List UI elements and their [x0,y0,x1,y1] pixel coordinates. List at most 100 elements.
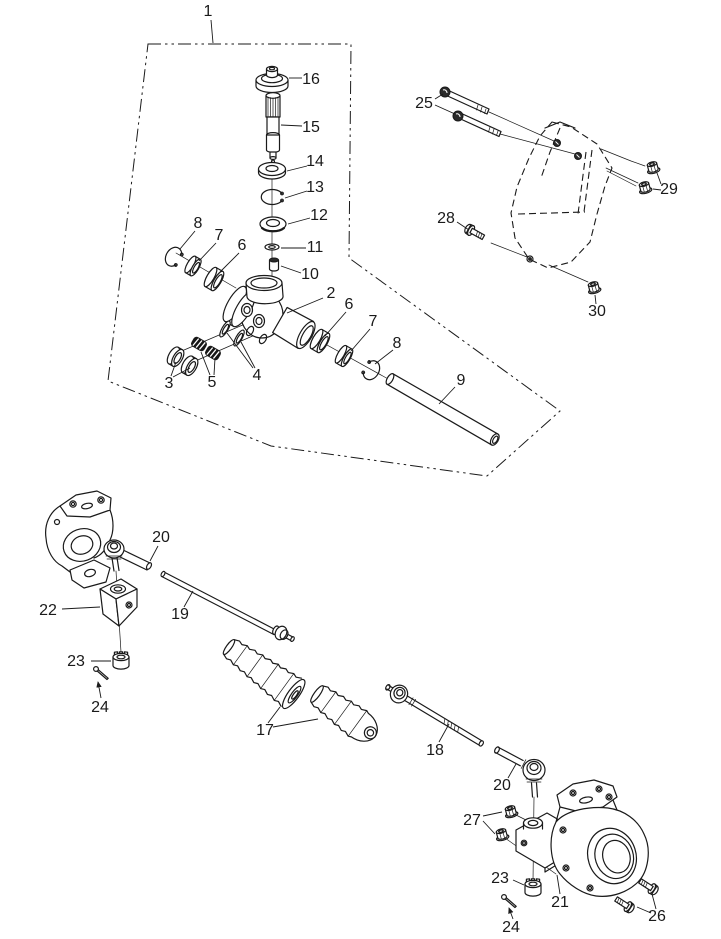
inner-tie-rod-19 [160,570,295,643]
bellows-17-b [310,685,378,742]
callout-label-14: 14 [306,153,324,170]
callout-leader-4 [240,341,256,369]
callout-label-7: 7 [215,227,224,244]
callout-label-8: 8 [393,335,402,352]
callout-leader-27 [482,820,496,835]
callout-label-28: 28 [437,210,455,227]
bolt-28 [462,222,487,243]
ring-7-left [184,255,202,277]
snap-ring-8-left [164,246,184,267]
callout-leader-7 [350,328,371,352]
callout-leader-10 [280,265,302,274]
callout-leader-24 [96,681,102,699]
plug-3-a [166,346,185,368]
callout-label-16: 16 [302,71,320,88]
callout-leader-25 [434,104,456,115]
callout-label-5: 5 [208,374,217,391]
callout-leader-22 [61,606,101,610]
callout-label-2: 2 [327,285,336,302]
callout-leader-4 [226,332,254,369]
cotter-pin-24-right [501,893,517,909]
bolt-26-a [636,875,661,898]
bolt-26-b [612,893,637,916]
bolt-25-b [452,110,502,138]
callout-leader-5 [200,351,211,376]
callout-label-24: 24 [502,919,520,936]
callout-label-17: 17 [256,722,274,739]
callout-leader-17 [267,706,281,724]
nut-29-b [636,179,654,196]
callout-label-3: 3 [165,375,174,392]
bushing-6-left [203,266,225,292]
nut-30 [585,279,603,296]
bushing-6-right [309,328,331,354]
washer-4-a [219,320,231,338]
callout-leader-2 [286,297,324,314]
callout-label-12: 12 [310,207,328,224]
plug-10 [268,257,280,272]
callout-leader-3 [172,367,191,378]
callout-leader-17 [272,718,319,728]
cotter-pin-24-left [92,665,109,681]
callout-leader-8 [179,230,196,250]
callout-leader-6 [219,252,240,273]
callout-leader-8 [374,349,394,365]
nut-27-a [502,803,520,820]
callout-leader-23 [512,879,525,886]
callout-label-22: 22 [39,602,57,619]
callout-leader-30 [594,294,597,305]
callout-label-13: 13 [306,179,324,196]
callout-label-24: 24 [91,699,109,716]
tube-9 [385,373,500,446]
callout-label-20: 20 [493,777,511,794]
callout-label-6: 6 [345,296,354,313]
callout-leader-25 [434,93,444,100]
callout-leader-27 [482,811,503,817]
knuckle-right [550,779,649,897]
bellows-17-a [222,638,306,710]
callout-label-18: 18 [426,742,444,759]
inner-tie-rod-18 [385,683,484,747]
callout-label-7: 7 [369,313,378,330]
washer-14 [257,161,287,180]
callout-leader-1 [210,19,214,44]
snap-ring-13 [260,188,284,206]
callout-label-11: 11 [307,239,324,256]
callout-leader-26 [636,906,652,914]
callout-leader-29 [652,188,662,191]
nut-29-a [644,159,662,176]
callout-label-1: 1 [204,3,213,20]
callout-leader-24 [508,907,514,920]
castle-nut-23-right [524,878,542,897]
callout-label-8: 8 [194,215,203,232]
knuckle-left [45,490,114,589]
callout-leader-26 [651,893,657,910]
callout-label-25: 25 [415,95,433,112]
castle-nut-23-left [112,651,130,670]
callout-leader-21 [556,874,561,895]
callout-label-30: 30 [588,303,606,320]
rack-assembly-group [45,490,661,916]
callout-label-4: 4 [253,367,262,384]
callout-label-26: 26 [648,908,666,925]
callout-leader-28 [456,221,470,231]
callout-leader-12 [287,217,311,225]
valve-housing-2 [222,274,316,350]
callout-label-9: 9 [457,372,466,389]
callout-label-21: 21 [551,894,569,911]
callout-leader-20 [149,545,159,562]
callout-leader-6 [324,311,347,337]
callout-label-23: 23 [67,653,85,670]
callout-label-19: 19 [171,606,189,623]
assembly-boundary [107,43,561,477]
bracket-outline [510,121,613,269]
washer-11 [264,243,280,251]
callout-leader-14 [286,165,308,172]
callout-label-29: 29 [660,181,678,198]
callout-leader-5 [213,357,216,376]
callout-label-23: 23 [491,870,509,887]
spring-5-b [205,345,221,361]
callout-label-20: 20 [152,529,170,546]
